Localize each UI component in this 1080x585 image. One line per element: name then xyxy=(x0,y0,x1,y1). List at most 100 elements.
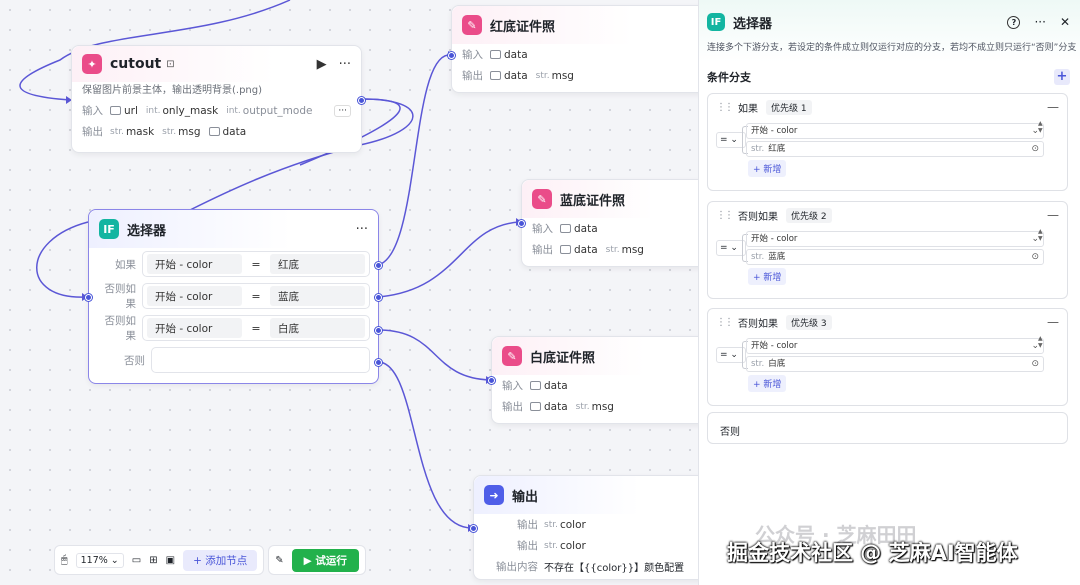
operator-select[interactable]: = ⌄ xyxy=(716,132,746,148)
add-node-button[interactable]: + 添加节点 xyxy=(183,549,258,571)
canvas-toolbar: 🖱 117% ⌄ ▭ ⊞ ▣ + 添加节点 ✎ ▶ 试运行 xyxy=(54,545,366,575)
clear-icon[interactable]: ⊙ xyxy=(1031,144,1039,154)
condition-box[interactable]: 开始 - color = 蓝底 xyxy=(142,283,370,309)
input-row: 输入 data xyxy=(532,222,598,236)
operator-select[interactable]: = ⌄ xyxy=(716,347,746,363)
stepper-icon[interactable]: ▲▼ xyxy=(1038,120,1043,134)
image-type-icon xyxy=(560,245,571,254)
output-port-if[interactable] xyxy=(375,262,382,269)
image-type-icon xyxy=(490,71,501,80)
clear-icon[interactable]: ⊙ xyxy=(1031,359,1039,369)
operator-select[interactable]: = ⌄ xyxy=(716,240,746,256)
param-tag: int.only_mask xyxy=(145,104,219,117)
panel-header: IF 选择器 ? ··· ✕ 连接多个下游分支，若设定的条件成立则仅运行对应的分… xyxy=(699,0,1080,62)
condition-branch-3: ⋮⋮ 否则如果 优先级 3 — = ⌄ 开始 - color⌄ ▲▼ str.白… xyxy=(707,308,1068,406)
condition-row-else[interactable]: 否则 xyxy=(89,344,378,376)
remove-branch-button[interactable]: — xyxy=(1047,315,1059,329)
watermark-community: 掘金技术社区 @ 芝麻AI智能体 xyxy=(727,541,1018,565)
run-node-icon[interactable]: ▶ xyxy=(316,56,327,72)
remove-branch-button[interactable]: — xyxy=(1047,208,1059,222)
stepper-icon[interactable]: ▲▼ xyxy=(1038,228,1043,242)
watermark-account: 公众号 · 芝麻田田 xyxy=(755,523,917,547)
condition-row[interactable]: 否则如果 开始 - color = 白底 xyxy=(89,312,378,344)
clear-icon[interactable]: ⊙ xyxy=(1031,252,1039,262)
left-field-select[interactable]: 开始 - color⌄ xyxy=(746,231,1044,247)
cutout-header: ✦ cutout ⊡ ▶ ··· xyxy=(72,46,361,82)
output-row: 输出 str.color xyxy=(517,518,586,532)
input-port[interactable] xyxy=(470,525,477,532)
image-type-icon xyxy=(530,381,541,390)
minimap-icon[interactable]: ▣ xyxy=(165,554,176,566)
condition-editor: = ⌄ 开始 - color⌄ ▲▼ str.蓝底⊙ xyxy=(716,228,1067,268)
stepper-icon[interactable]: ▲▼ xyxy=(1038,335,1043,349)
output-port-elseif-2[interactable] xyxy=(375,327,382,334)
chevron-down-icon: ⌄ xyxy=(1031,126,1039,136)
add-condition-button[interactable]: + 新增 xyxy=(748,160,787,177)
param-tag: url xyxy=(110,105,138,117)
more-icon[interactable]: ··· xyxy=(1034,15,1046,29)
drag-handle-icon[interactable]: ⋮⋮ xyxy=(716,209,734,221)
image-type-icon xyxy=(560,224,571,233)
debug-icon[interactable]: ✎ xyxy=(275,554,284,566)
selector-title: 选择器 xyxy=(127,223,167,239)
test-run-button[interactable]: ▶ 试运行 xyxy=(291,548,359,572)
right-value-input[interactable]: str.蓝底⊙ xyxy=(746,249,1044,265)
condition-box[interactable]: 开始 - color = 红底 xyxy=(142,251,370,277)
image-type-icon xyxy=(110,106,121,115)
red-photo-header: ✎ 红底证件照 xyxy=(452,6,710,44)
input-port[interactable] xyxy=(488,377,495,384)
if-icon: IF xyxy=(99,219,119,239)
add-branch-button[interactable]: + xyxy=(1054,69,1070,85)
left-field-select[interactable]: 开始 - color⌄ xyxy=(746,338,1044,354)
output-port[interactable] xyxy=(358,97,365,104)
selector-node[interactable]: IF 选择器 ··· 如果 开始 - color = 红底 否则如果 开始 - … xyxy=(85,209,382,384)
right-value-input[interactable]: str.白底⊙ xyxy=(746,356,1044,372)
input-port[interactable] xyxy=(85,294,92,301)
condition-box[interactable] xyxy=(151,347,370,373)
drag-handle-icon[interactable]: ⋮⋮ xyxy=(716,316,734,328)
condition-box[interactable]: 开始 - color = 白底 xyxy=(142,315,370,341)
right-value-input[interactable]: str.红底⊙ xyxy=(746,141,1044,157)
drag-handle-icon[interactable]: ⋮⋮ xyxy=(716,101,734,113)
output-port-elseif-1[interactable] xyxy=(375,294,382,301)
cutout-description: 保留图片前景主体，输出透明背景(.png) xyxy=(82,85,263,96)
node-more-icon[interactable]: ··· xyxy=(355,221,368,237)
chevron-down-icon: ⌄ xyxy=(1031,234,1039,244)
condition-row[interactable]: 否则如果 开始 - color = 蓝底 xyxy=(89,280,378,312)
zoom-select[interactable]: 117% ⌄ xyxy=(75,552,124,568)
toolbar-run: ✎ ▶ 试运行 xyxy=(268,545,366,575)
photo-plugin-icon: ✎ xyxy=(462,15,482,35)
plugin-badge-icon: ⊡ xyxy=(166,58,175,70)
condition-row[interactable]: 如果 开始 - color = 红底 xyxy=(89,248,378,280)
output-row: 输出 data str.msg xyxy=(462,69,574,83)
cutout-input-row: 输入 url int.only_mask int.output_mode ··· xyxy=(72,100,361,121)
input-port[interactable] xyxy=(448,52,455,59)
output-row: 输出 data str.msg xyxy=(502,400,614,414)
output-content-row: 输出内容 不存在【{{color}}】颜色配置 xyxy=(496,561,685,574)
add-condition-button[interactable]: + 新增 xyxy=(748,375,787,392)
mouse-mode-icon[interactable]: 🖱 xyxy=(61,553,68,566)
close-icon[interactable]: ✕ xyxy=(1059,15,1070,29)
selector-settings-panel: IF 选择器 ? ··· ✕ 连接多个下游分支，若设定的条件成立则仅运行对应的分… xyxy=(698,0,1080,585)
param-tag: str.mask xyxy=(110,125,155,138)
more-params-icon[interactable]: ··· xyxy=(334,104,351,117)
image-type-icon xyxy=(530,402,541,411)
cutout-node[interactable]: ✦ cutout ⊡ ▶ ··· 保留图片前景主体，输出透明背景(.png) 输… xyxy=(71,45,365,153)
add-condition-button[interactable]: + 新增 xyxy=(748,268,787,285)
node-more-icon[interactable]: ··· xyxy=(338,56,351,72)
param-tag: data xyxy=(208,126,246,138)
input-port[interactable] xyxy=(518,220,525,227)
white-photo-node[interactable]: ✎ 白底证件照 输入 data 输出 data str.msg xyxy=(488,336,711,424)
priority-badge: 优先级 1 xyxy=(766,99,812,115)
blue-photo-node[interactable]: ✎ 蓝底证件照 输入 data 输出 data str.msg xyxy=(518,179,711,267)
output-node[interactable]: ➜ 输出 输出 str.color 输出 str.color 输出内容 不存在【… xyxy=(470,475,711,580)
layout-icon[interactable]: ⊞ xyxy=(149,554,158,566)
red-photo-node[interactable]: ✎ 红底证件照 输入 data 输出 data str.msg xyxy=(448,5,711,93)
output-port-else[interactable] xyxy=(375,359,382,366)
input-row: 输入 data xyxy=(462,48,528,62)
comment-icon[interactable]: ▭ xyxy=(131,554,142,566)
remove-branch-button[interactable]: — xyxy=(1047,100,1059,114)
left-field-select[interactable]: 开始 - color⌄ xyxy=(746,123,1044,139)
else-branch[interactable]: 否则 xyxy=(707,412,1068,444)
help-icon[interactable]: ? xyxy=(1007,15,1021,29)
